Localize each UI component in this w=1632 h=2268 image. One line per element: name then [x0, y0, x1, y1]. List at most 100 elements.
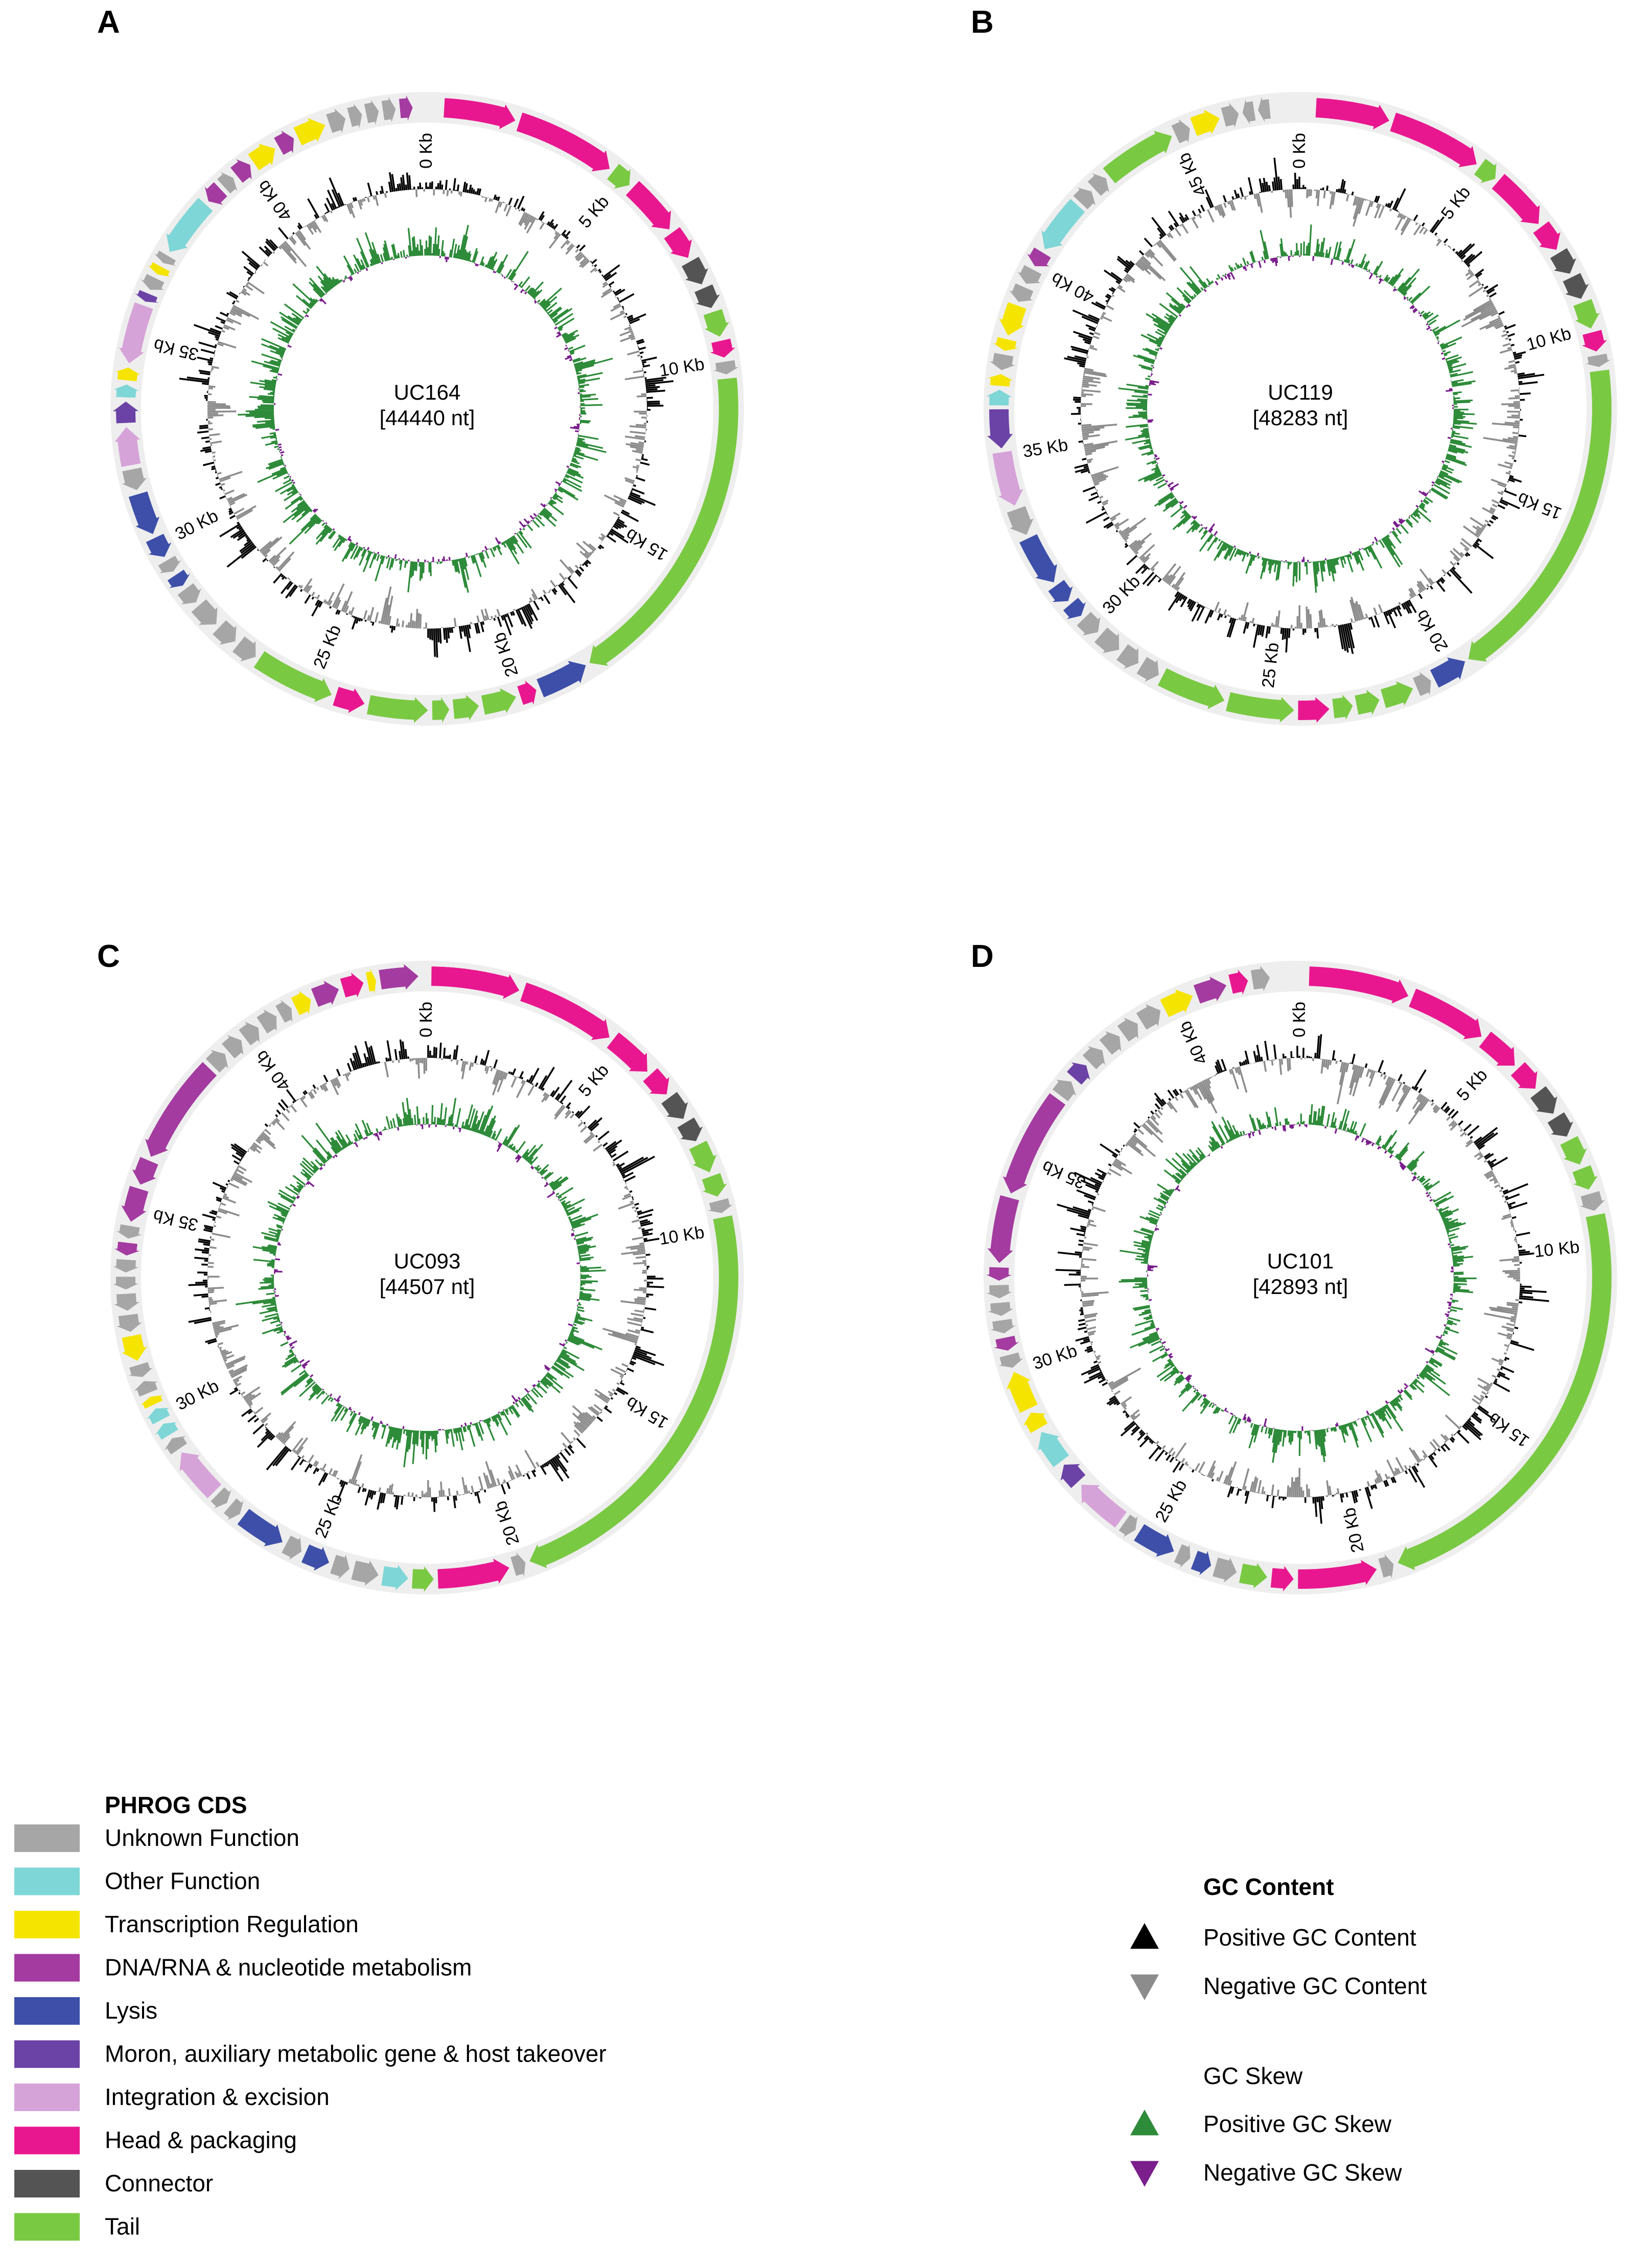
gene-arrow-head: [607, 1032, 647, 1072]
kb-tick-label: 25 Kb: [1258, 641, 1283, 689]
gene-arrow-unknown: [364, 100, 379, 125]
gene-arrow-unknown: [1250, 966, 1270, 991]
gene-arrow-head: [1270, 1566, 1294, 1592]
gene-arrow-tail: [1560, 1136, 1587, 1165]
gene-arrow-connector: [1547, 1112, 1573, 1137]
legend-swatch-dna: [14, 1954, 80, 1982]
gene-arrow-other: [147, 1407, 170, 1425]
gc-content-track: [1055, 1034, 1549, 1524]
legend-label-gc-skew: Positive GC Skew: [1203, 2111, 1392, 2137]
gene-arrow-dna: [1027, 247, 1051, 267]
panel-letter: B: [971, 5, 994, 40]
gene-arrow-lysis: [1048, 580, 1073, 602]
gene-arrow-unknown: [114, 1293, 139, 1311]
genome-name: UC119: [1268, 380, 1333, 404]
kb-tick-label: 45 Kb: [1174, 150, 1210, 199]
gene-arrow-head: [1409, 988, 1482, 1039]
kb-tick-label: 30 Kb: [172, 506, 221, 544]
gene-arrow-unknown: [708, 1198, 733, 1213]
legend-swatch-connector: [14, 2170, 80, 2197]
gene-arrow-connector: [1550, 248, 1576, 274]
gene-arrow-transcription: [115, 367, 141, 381]
kb-tick-label: 35 Kb: [151, 1206, 200, 1235]
legend-label-head: Head & packaging: [105, 2127, 297, 2154]
gene-arrow-head: [1228, 969, 1248, 995]
legend-swatch-transcription: [14, 1911, 80, 1938]
gene-arrow-lysis: [128, 491, 159, 535]
gene-arrow-unknown: [510, 1552, 526, 1577]
gene-arrow-head: [625, 181, 671, 229]
kb-tick-label: 0 Kb: [416, 1002, 436, 1037]
gene-track: [113, 964, 739, 1592]
gene-arrow-other: [986, 389, 1012, 406]
gene-arrow-unknown: [1009, 283, 1034, 302]
gene-arrow-unknown: [223, 1498, 244, 1520]
gene-arrow-transcription: [122, 1334, 147, 1361]
gene-arrow-unknown: [1413, 672, 1431, 696]
gene-arrow-unknown: [988, 1302, 1014, 1316]
gene-arrow-tail: [1468, 369, 1612, 662]
gene-arrow-connector: [1563, 273, 1589, 299]
gene-arrow-unknown: [113, 1259, 139, 1272]
legend-label-transcription: Transcription Regulation: [105, 1911, 359, 1937]
gene-arrow-transcription: [148, 262, 171, 277]
gene-arrow-unknown: [1213, 1557, 1237, 1583]
kb-tick-label: 40 Kb: [253, 176, 296, 224]
gene-arrow-lysis: [1134, 1524, 1174, 1557]
gene-arrow-unknown: [1087, 173, 1109, 196]
gene-track: [113, 95, 739, 723]
gene-arrow-unknown: [990, 353, 1015, 371]
kb-tick-label: 40 Kb: [1048, 268, 1097, 307]
gene-arrow-lysis: [146, 534, 172, 557]
gene-arrow-dna: [204, 182, 227, 205]
genome-name: UC101: [1267, 1249, 1334, 1273]
gene-arrow-unknown: [1094, 628, 1120, 654]
gene-arrow-unknown: [1378, 1554, 1394, 1579]
legend-label-gc-skew: Negative GC Skew: [1203, 2159, 1402, 2186]
gc-content-negative: [207, 1057, 647, 1498]
gene-arrow-connector: [661, 1092, 688, 1119]
gene-arrow-tail: [1474, 158, 1497, 183]
gene-arrow-head: [437, 1559, 509, 1589]
kb-tick-label: 30 Kb: [1031, 1341, 1080, 1374]
gene-arrow-tail: [1239, 1563, 1267, 1589]
gene-arrow-head: [333, 687, 365, 713]
gene-arrow-tail: [529, 1215, 739, 1568]
gene-arrow-dna: [145, 1062, 217, 1157]
legend-marker-gc-content: [1130, 1974, 1159, 2000]
legend-marker-gc-skew: [1130, 2110, 1159, 2136]
gene-arrow-unknown: [1116, 644, 1138, 669]
gene-arrow-transcription: [1160, 989, 1193, 1017]
legend-swatch-other: [14, 1867, 80, 1895]
gene-arrow-integration: [179, 1452, 222, 1498]
gc-content-track: [179, 172, 674, 658]
gene-arrow-unknown: [205, 1050, 228, 1073]
gene-arrow-transcription: [365, 968, 376, 994]
kb-tick-label: 20 Kb: [489, 630, 522, 679]
gene-arrow-unknown: [128, 1362, 153, 1377]
legend-label-moron: Moron, auxiliary metabolic gene & host t…: [105, 2041, 607, 2067]
gene-arrow-dna: [311, 981, 339, 1007]
gene-arrow-connector: [677, 1117, 703, 1141]
gene-arrow-unknown: [141, 274, 165, 290]
gene-arrow-unknown: [1136, 1004, 1161, 1030]
gc-skew-legend-title: GC Skew: [1203, 2063, 1303, 2089]
gene-arrow-unknown: [1171, 119, 1190, 144]
gene-arrow-head: [643, 1068, 669, 1095]
gene-arrow-unknown: [713, 360, 739, 375]
gene-arrow-transcription: [1190, 109, 1220, 136]
gene-arrow-unknown: [1258, 97, 1271, 123]
gc-content-negative: [1080, 1058, 1521, 1498]
kb-tick-label: 20 Kb: [491, 1498, 523, 1547]
kb-tick-label: 15 Kb: [623, 1393, 672, 1433]
gene-arrow-unknown: [1221, 103, 1239, 128]
gc-content-negative: [1080, 189, 1521, 629]
gene-arrow-dna: [379, 964, 418, 990]
gc-skew-track: [1118, 224, 1477, 593]
panel-letter: D: [971, 939, 994, 974]
kb-tick-label: 20 Kb: [1339, 1506, 1368, 1555]
legend-marker-gc-skew: [1130, 2161, 1159, 2187]
